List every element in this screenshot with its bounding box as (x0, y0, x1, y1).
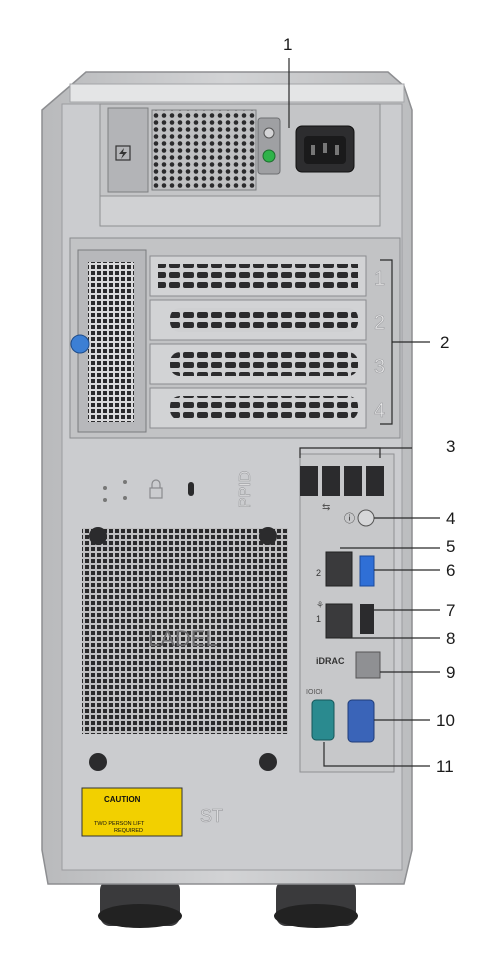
callout-11: 11 (436, 757, 454, 776)
usb2-port[interactable] (360, 604, 374, 634)
power-hazard-icon (115, 145, 131, 161)
usb-port[interactable] (322, 466, 340, 496)
padlock-icon (149, 479, 163, 499)
chassis-feet (98, 880, 358, 928)
callout-7: 7 (446, 601, 455, 620)
callout-10: 10 (436, 711, 455, 730)
fan-label: LADEL (148, 626, 218, 651)
callout-1: 1 (283, 35, 292, 54)
callout-6: 6 (446, 561, 455, 580)
serial-port[interactable] (311, 699, 335, 741)
usb-port[interactable] (366, 466, 384, 496)
slot-number-1: 1 (374, 268, 385, 290)
nic-1-label: 1 (316, 614, 321, 624)
callout-2: 2 (440, 333, 449, 352)
power-supply (99, 103, 381, 227)
retention-thumbscrew[interactable] (70, 334, 90, 354)
nic-2-label: 2 (316, 568, 321, 578)
chassis-mark: ST (200, 806, 223, 826)
slot-number-4: 4 (374, 400, 385, 422)
fan-screw (259, 753, 277, 771)
caution-title: CAUTION (104, 795, 141, 804)
ppid-label: PPID (237, 471, 254, 508)
system-id-icon: ⓘ (344, 512, 355, 525)
usb-icon: ⇆ (322, 502, 330, 513)
network-icon: ⚘ (316, 600, 324, 610)
expansion-cage: 1 2 3 4 (69, 237, 401, 439)
callout-3: 3 (446, 437, 455, 456)
idrac-label: iDRAC (316, 656, 345, 666)
usb-port[interactable] (344, 466, 362, 496)
serial-label: IOIOI (306, 689, 323, 696)
nic-port-2[interactable] (325, 551, 353, 587)
callout-4: 4 (446, 509, 455, 528)
chassis-top-edge (69, 83, 405, 103)
system-id-button[interactable] (357, 509, 375, 527)
callout-9: 9 (446, 663, 455, 682)
idrac-port[interactable] (355, 651, 381, 679)
pcie-slot-4[interactable] (149, 387, 367, 429)
slot-number-3: 3 (374, 356, 385, 378)
pcie-slot-3[interactable] (149, 343, 367, 385)
psu-fan-grill (151, 109, 257, 191)
rear-io-panel: ⇆ ⓘ 2 ⚘ 1 iDRAC IOIOI (299, 453, 395, 773)
psu-release-button[interactable] (263, 127, 275, 139)
fan-screw (89, 527, 107, 545)
psu-status-led (262, 149, 276, 163)
callout-5: 5 (446, 537, 455, 556)
nic-port-1[interactable] (325, 603, 353, 639)
caution-label: CAUTION TWO PERSON LIFT REQUIRED (81, 787, 183, 837)
system-fan: LADEL (82, 528, 288, 734)
vga-port[interactable] (347, 699, 375, 743)
usb3-port[interactable] (359, 555, 375, 587)
leader-lines (288, 58, 440, 767)
fan-screw (89, 753, 107, 771)
callout-8: 8 (446, 629, 455, 648)
pcie-slot-2[interactable] (149, 299, 367, 341)
caution-line2: REQUIRED (114, 828, 143, 834)
security-lock-slot[interactable] (188, 482, 194, 496)
fan-screw (259, 527, 277, 545)
caution-line1: TWO PERSON LIFT (94, 821, 145, 827)
slot-number-2: 2 (374, 312, 385, 334)
pcie-slot-1[interactable] (149, 255, 367, 297)
usb-port[interactable] (300, 466, 318, 496)
